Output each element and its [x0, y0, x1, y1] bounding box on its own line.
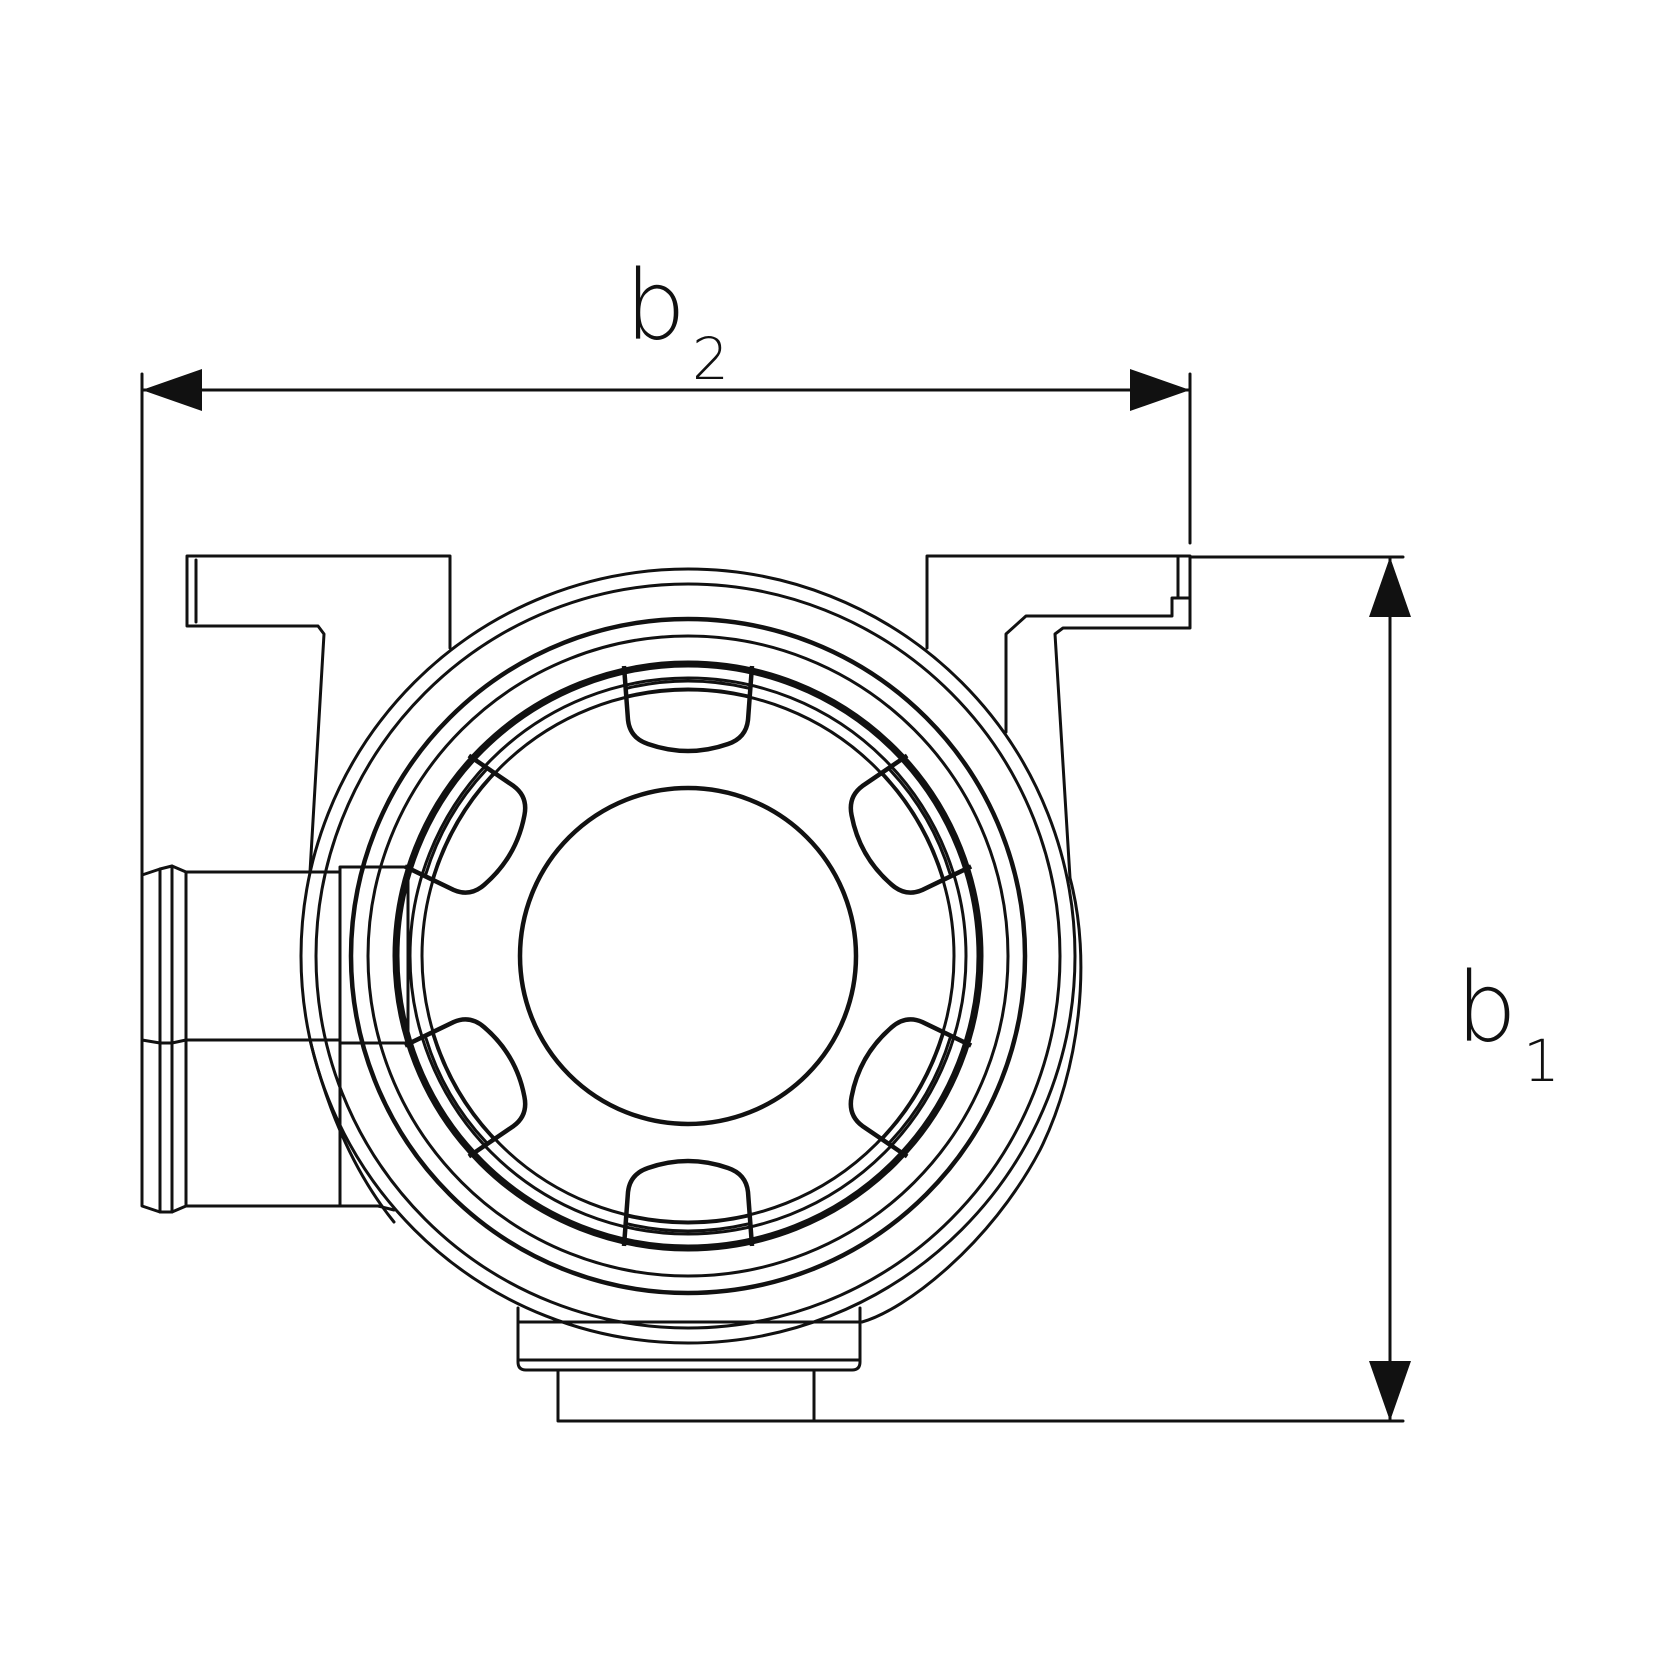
left-pipe-connection — [140, 864, 410, 1214]
bottom-outlet — [516, 1306, 862, 1423]
arrowhead-right — [1130, 369, 1190, 411]
dimension-b2 — [140, 369, 1192, 1207]
arrowhead-bottom — [1369, 1361, 1411, 1421]
lobe-6 — [403, 753, 528, 895]
outer-ring-1 — [299, 567, 1077, 1345]
center-bore — [517, 785, 859, 1127]
label-b2-subscript: 2 — [691, 325, 729, 393]
arrowhead-left — [142, 369, 202, 411]
outer-ring-4 — [366, 634, 1010, 1278]
outer-ring-2 — [314, 582, 1062, 1330]
outlet-flange — [516, 1320, 862, 1362]
arrowhead-top — [1369, 557, 1411, 617]
lobe-4 — [621, 1158, 755, 1247]
lobe-1 — [621, 665, 755, 754]
lobe-2 — [848, 753, 973, 895]
left-mounting-ear — [185, 554, 452, 874]
pipe-end-cap — [140, 864, 188, 1214]
lobe-3 — [848, 1017, 973, 1159]
outlet-nozzle — [556, 1368, 816, 1423]
bearing-ring-outer — [392, 660, 984, 1252]
label-b1-symbol: b — [1456, 952, 1517, 1064]
lobe-5 — [403, 1017, 528, 1159]
outer-rings — [299, 567, 1077, 1345]
pipe-collar — [338, 865, 410, 1045]
lobe-group — [403, 665, 973, 1247]
bearing-ring-inner-2 — [420, 688, 956, 1224]
bearing-ring-inner — [408, 676, 968, 1236]
right-mounting-ear — [925, 554, 1192, 880]
label-b2-symbol: b — [625, 250, 686, 362]
outer-ring-3 — [348, 616, 1028, 1296]
label-b1-subscript: 1 — [1522, 1027, 1560, 1095]
